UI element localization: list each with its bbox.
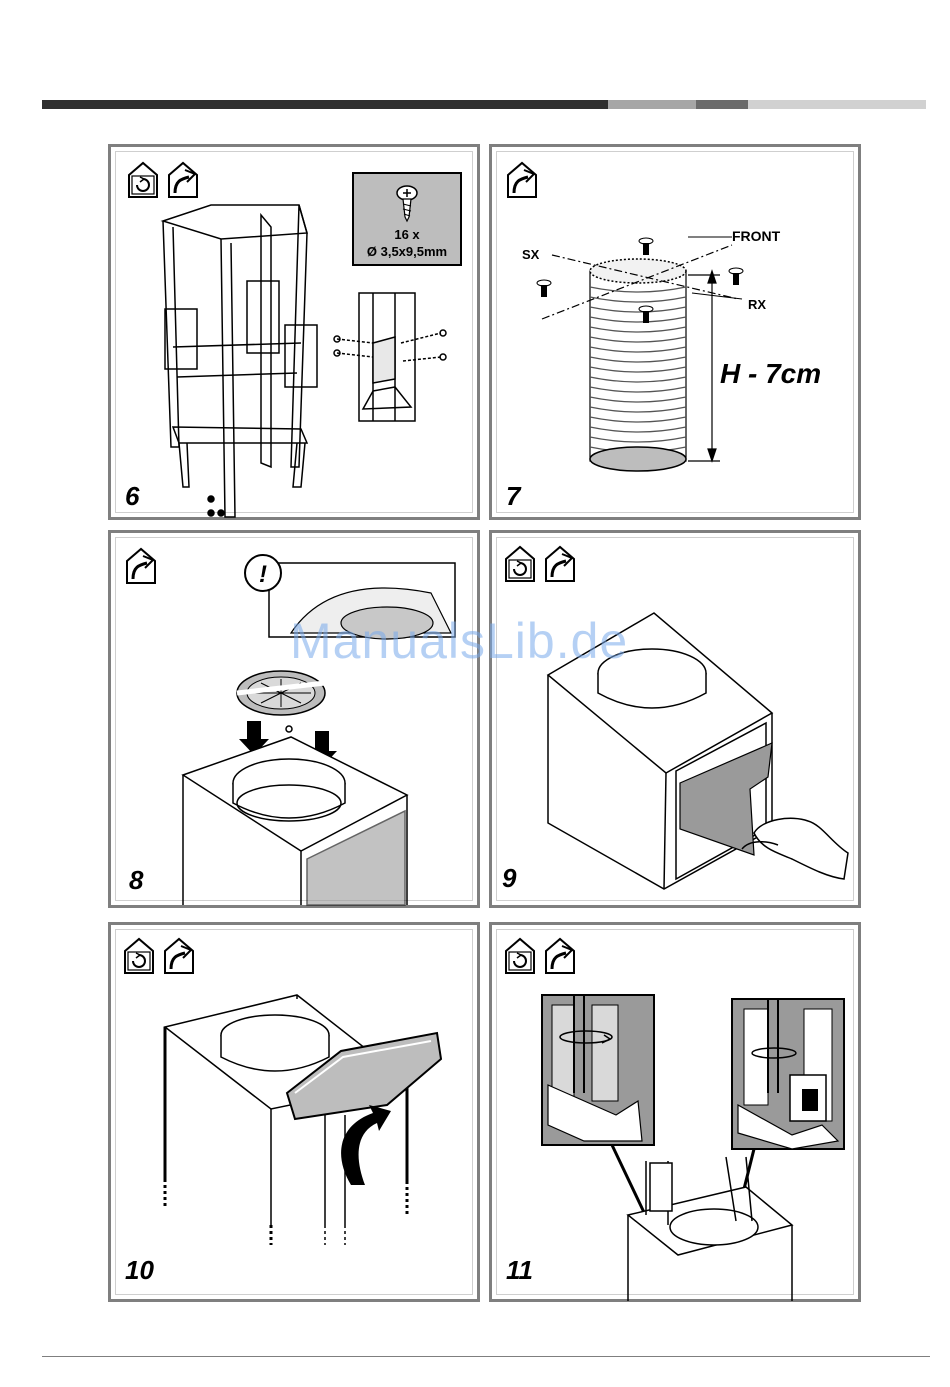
detail-box-middle [247, 281, 279, 353]
step-9-illustration [492, 533, 864, 911]
recirculation-mode-icon [129, 163, 157, 197]
hood-body [628, 1157, 792, 1301]
hand-drawing [754, 818, 848, 879]
step-number: 11 [506, 1255, 533, 1286]
panel-step-6: 16 x Ø 3,5x9,5mm 6 [108, 144, 480, 520]
step-number: 7 [506, 481, 520, 512]
extraction-mode-icon [546, 939, 574, 973]
step-number: 10 [125, 1255, 154, 1286]
panel-step-7: FRONT SX RX H - 7cm 7 [489, 144, 861, 520]
rx-label: RX [748, 297, 766, 312]
screw-icon [639, 238, 653, 255]
detail-box-left [165, 309, 197, 369]
step-7-illustration: FRONT SX RX H - 7cm [492, 147, 864, 523]
screw-size: Ø 3,5x9,5mm [367, 244, 447, 259]
panel-step-8: ! 8 [108, 530, 480, 908]
height-label: H - 7cm [720, 358, 821, 389]
screw-detail-inset [334, 293, 446, 421]
front-label: FRONT [732, 228, 781, 244]
step-10-illustration [111, 925, 483, 1305]
extraction-mode-icon [165, 939, 193, 973]
watermark: ManualsLib.de [290, 612, 628, 670]
grease-filter [237, 671, 325, 715]
extraction-mode-icon [169, 163, 197, 197]
detail-inset-left [542, 995, 654, 1225]
recirculation-mode-icon [125, 939, 153, 973]
screw-icon [537, 280, 551, 297]
header-bar-light [748, 100, 926, 109]
extraction-mode-icon [508, 163, 536, 197]
step-8-illustration: ! [111, 533, 483, 911]
height-dimension [688, 271, 720, 461]
header-bar-mid [608, 100, 696, 109]
step-number: 6 [125, 481, 139, 512]
panel-step-9: 9 [489, 530, 861, 908]
panel-step-11: 11 [489, 922, 861, 1302]
footer-rule [42, 1356, 930, 1357]
step-number: 8 [129, 865, 143, 896]
extraction-mode-icon [127, 549, 155, 583]
flexible-duct [590, 259, 686, 471]
hood-body [183, 726, 407, 905]
extraction-mode-icon [546, 547, 574, 581]
sx-label: SX [522, 247, 540, 262]
warning-symbol: ! [259, 561, 267, 588]
recirculation-mode-icon [506, 547, 534, 581]
recirculation-mode-icon [506, 939, 534, 973]
screw-count: 16 x [394, 227, 420, 242]
step-6-illustration: 16 x Ø 3,5x9,5mm [111, 147, 483, 523]
step-11-illustration [492, 925, 864, 1305]
rotate-up-arrow-icon [341, 1105, 391, 1185]
panel-step-10: 10 [108, 922, 480, 1302]
step-number: 9 [502, 863, 516, 894]
detail-box-right [285, 325, 317, 387]
header-bar-dark [42, 100, 608, 109]
header-bar-accent [696, 100, 748, 109]
detail-inset-right [732, 999, 844, 1205]
screw-icon [729, 268, 743, 285]
